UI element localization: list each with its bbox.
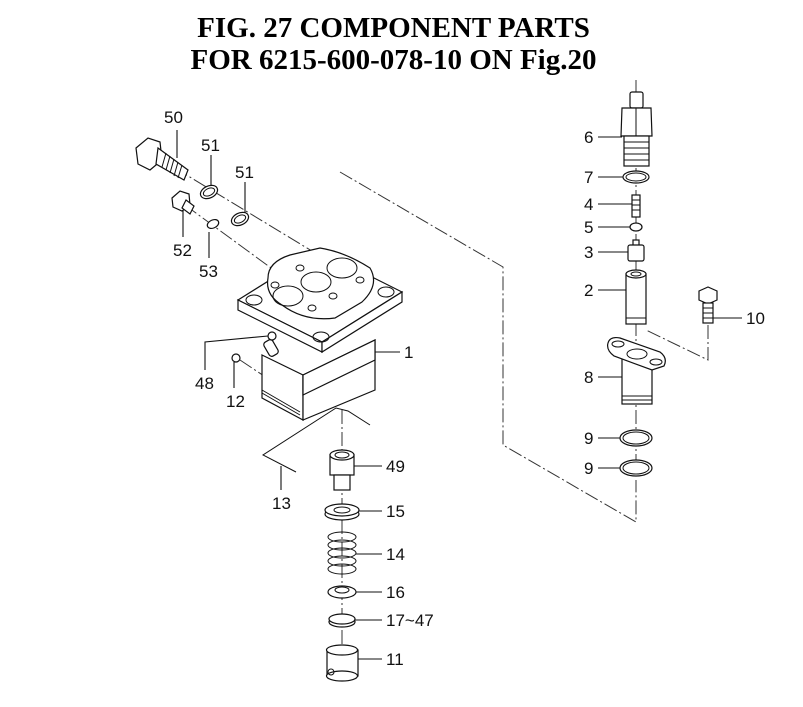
callout-2: 2: [584, 281, 593, 300]
callout-17-47: 17~47: [386, 611, 434, 630]
part-11-tappet[interactable]: [325, 644, 359, 682]
part-49-sleeve[interactable]: [329, 449, 355, 491]
callout-3: 3: [584, 243, 593, 262]
figure-title-line-2: FOR 6215-600-078-10 ON Fig.20: [190, 44, 597, 76]
part-2-valve-seat[interactable]: [625, 269, 647, 325]
part-3-delivery-valve[interactable]: [627, 239, 645, 262]
assembly-line-pump-to-holder: [339, 171, 637, 523]
callout-11: 11: [386, 650, 404, 669]
callout-14: 14: [386, 545, 405, 564]
callout-53: 53: [199, 262, 218, 281]
callout-9-lower: 9: [584, 459, 593, 478]
part-4-spring[interactable]: [631, 194, 641, 218]
callout-1: 1: [404, 343, 413, 362]
callout-48: 48: [195, 374, 214, 393]
part-6-delivery-valve-holder[interactable]: [620, 91, 653, 167]
figure-title-line-1: FIG. 27 COMPONENT PARTS: [197, 12, 590, 44]
leader-lines: [176, 130, 742, 660]
callout-15: 15: [386, 502, 405, 521]
callout-13: 13: [272, 494, 291, 513]
part-13-pin[interactable]: [262, 407, 371, 473]
part-1-pump-body[interactable]: [236, 247, 404, 422]
part-15-spring-seat[interactable]: [324, 503, 360, 521]
part-8-flange-holder[interactable]: [607, 336, 666, 405]
part-48-screw[interactable]: [267, 331, 277, 341]
callout-51-upper: 51: [201, 136, 220, 155]
callout-49: 49: [386, 457, 405, 476]
part-17-47-shim[interactable]: [328, 613, 356, 628]
callout-50: 50: [164, 108, 183, 127]
part-12-screw[interactable]: [231, 353, 241, 363]
part-51-washer-lower[interactable]: [229, 210, 250, 228]
assembly-line-bolt-10: [645, 325, 709, 361]
callout-9-upper: 9: [584, 429, 593, 448]
callout-51-lower: 51: [235, 163, 254, 182]
assembly-line-bolt-52: [184, 204, 283, 277]
callout-6: 6: [584, 128, 593, 147]
callout-7: 7: [584, 168, 593, 187]
part-53-washer[interactable]: [206, 218, 220, 230]
part-5-o-ring[interactable]: [629, 222, 643, 232]
callout-labels: 50 51 51 52 53 1 48 12 13 49 15 14 16 17…: [164, 108, 765, 669]
part-16-lower-seat[interactable]: [327, 585, 357, 599]
callout-5: 5: [584, 218, 593, 237]
assembly-line-bolt-50: [174, 167, 331, 263]
part-10-bolt[interactable]: [698, 286, 718, 324]
callout-52: 52: [173, 241, 192, 260]
callout-4: 4: [584, 195, 593, 214]
part-52-bolt[interactable]: [171, 190, 195, 215]
part-51-washer-upper[interactable]: [198, 183, 219, 201]
callout-16: 16: [386, 583, 405, 602]
part-50-bolt[interactable]: [135, 137, 189, 181]
callout-10: 10: [746, 309, 765, 328]
callout-8: 8: [584, 368, 593, 387]
callout-12: 12: [226, 392, 245, 411]
part-14-spring[interactable]: [327, 531, 357, 575]
